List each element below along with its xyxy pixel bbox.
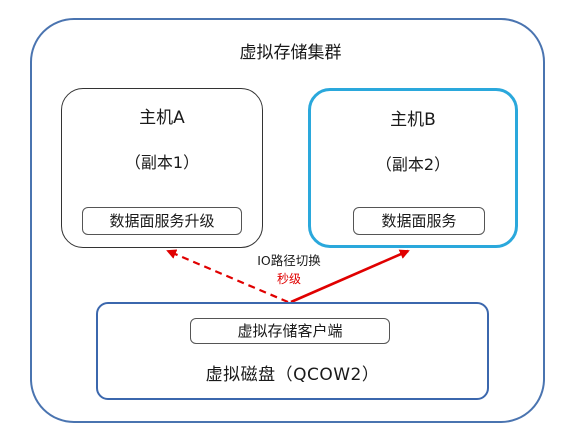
virtual-disk-label: 虚拟磁盘（QCOW2）: [205, 365, 380, 385]
cluster-title: 虚拟存储集群: [239, 43, 342, 63]
host-a-name: 主机A: [139, 108, 185, 128]
host-b-node: 主机B （副本2） 数据面服务: [308, 88, 518, 248]
host-a-replica: （副本1）: [124, 153, 200, 172]
host-b-name: 主机B: [390, 110, 436, 130]
old-io-path-arrow: [166, 249, 289, 304]
host-b-replica: （副本2）: [375, 155, 451, 174]
host-a-data-plane-service: 数据面服务升级: [82, 207, 242, 235]
host-a-node: 主机A （副本1） 数据面服务升级: [61, 88, 263, 248]
virtual-disk-box: 虚拟存储客户端 虚拟磁盘（QCOW2）: [96, 302, 489, 400]
storage-client: 虚拟存储客户端: [190, 318, 390, 344]
virtual-storage-cluster: [30, 18, 545, 423]
io-path-switch-label: IO路径切换: [257, 253, 321, 268]
io-switch-timing: 秒级: [276, 272, 301, 286]
host-b-data-plane-service: 数据面服务: [353, 207, 485, 235]
new-io-path-arrow: [290, 249, 410, 304]
